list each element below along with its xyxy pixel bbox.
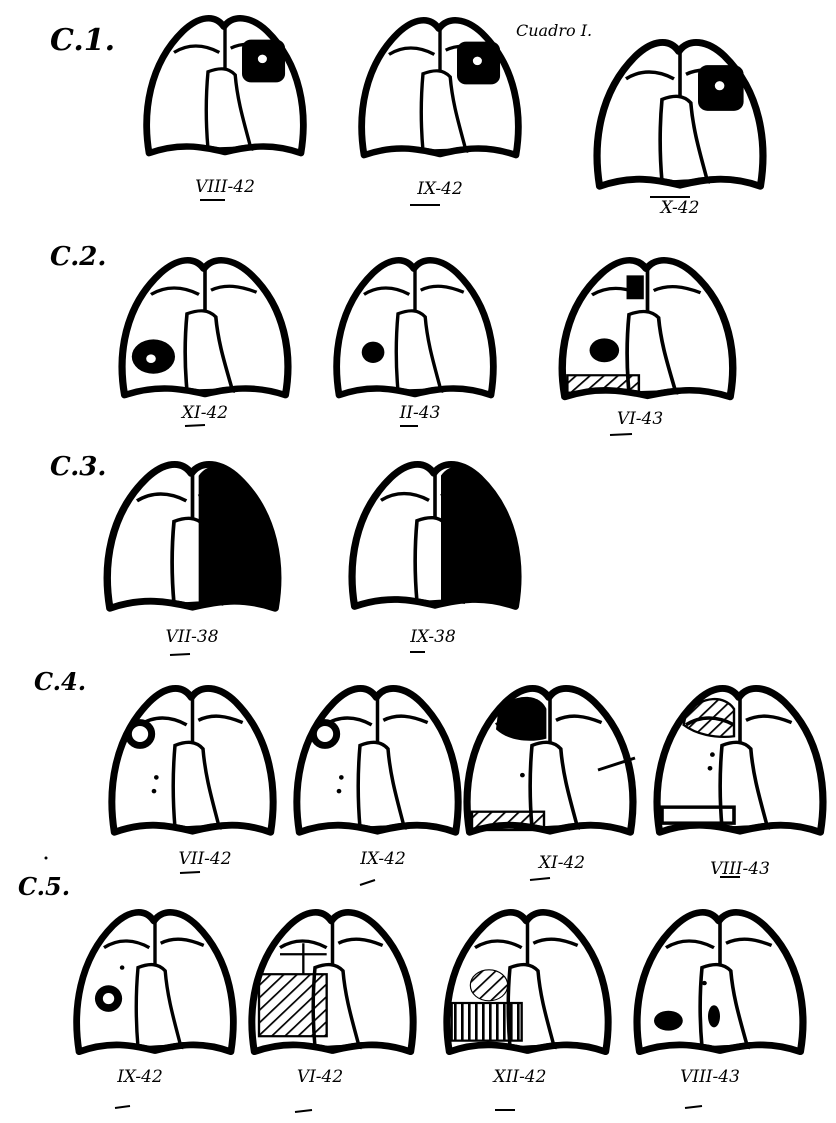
lung-radiograph-case2-2 [337, 260, 494, 395]
date-caption: VIII-42 [195, 177, 255, 197]
date-caption: VIII-43 [680, 1067, 740, 1087]
figure-title: Cuadro I. [516, 21, 592, 40]
case-label: C.3. [50, 452, 106, 482]
lung-radiograph-case3-1 [107, 464, 277, 608]
date-caption: IX-42 [416, 179, 463, 199]
lesion-marking [313, 723, 343, 794]
clavicle-line [389, 48, 434, 54]
mediastinum-outline [185, 311, 232, 391]
lung-radiograph-case1-3 [597, 42, 763, 186]
date-caption: XII-42 [492, 1067, 547, 1087]
lesion-marking [199, 467, 278, 609]
clavicle-line [726, 939, 772, 945]
clavicle-line [626, 72, 674, 79]
lesion-marking [95, 965, 124, 1012]
lesion-marking [128, 723, 158, 794]
lung-radiograph-case3-2 [352, 464, 518, 606]
date-caption: IX-42 [116, 1067, 163, 1087]
mediastinum-outline [136, 965, 181, 1048]
clavicle-line [364, 288, 409, 294]
date-caption: IX-42 [359, 849, 406, 869]
lesion-marking [654, 981, 720, 1031]
clavicle-line [383, 716, 427, 722]
clavicle-line [556, 716, 602, 722]
clavicle-line [381, 494, 429, 501]
date-caption: VI-43 [617, 409, 663, 429]
date-caption: II-43 [399, 403, 441, 423]
clavicle-line [211, 286, 257, 292]
clavicle-line [198, 716, 242, 722]
lung-radiograph-case4-1 [112, 688, 273, 832]
mediastinum-outline [358, 742, 404, 828]
lung-radiograph-case5-1 [77, 912, 234, 1051]
lung-radiograph-case4-3 [467, 688, 633, 832]
clavicle-line [654, 287, 701, 293]
clavicle-line [338, 939, 382, 945]
lesion-marking [472, 697, 546, 830]
mediastinum-outline [206, 69, 251, 149]
lung-radiograph-case1-2 [362, 20, 519, 155]
clavicle-line [746, 716, 792, 722]
lesion-marking [362, 342, 385, 363]
ink-dot [45, 857, 48, 860]
mediastinum-outline [396, 311, 441, 391]
clavicle-line [137, 494, 186, 501]
clavicle-line [421, 286, 464, 292]
lung-radiograph-case4-2 [297, 688, 458, 832]
case-label: C.4. [34, 667, 86, 696]
clavicle-line [174, 46, 219, 52]
lung-radiograph-case2-1 [122, 260, 288, 395]
mediastinum-outline [173, 742, 219, 828]
lesion-marking [452, 970, 522, 1041]
clavicle-line [533, 939, 577, 945]
mediastinum-outline [700, 965, 747, 1048]
clavicle-line [161, 939, 204, 945]
lung-radiograph-case4-4 [657, 688, 823, 832]
lesion-marking [567, 275, 643, 392]
case-label: C.5. [18, 872, 70, 901]
clavicle-line [666, 941, 714, 948]
date-caption: XI-42 [180, 403, 228, 423]
date-caption: VII-38 [165, 627, 218, 647]
date-caption: VII-42 [178, 849, 231, 869]
date-caption: IX-38 [409, 627, 456, 647]
lung-radiograph-case1-1 [147, 18, 304, 153]
lesion-marking [132, 339, 175, 373]
date-caption: VI-42 [297, 1067, 343, 1087]
mediastinum-outline [660, 96, 707, 182]
lesion-marking [441, 466, 518, 606]
clavicle-line [475, 941, 522, 948]
mediastinum-outline [421, 71, 466, 151]
lung-radiograph-case5-2 [252, 912, 413, 1051]
date-caption: XI-42 [537, 853, 585, 873]
lung-radiograph-case5-3 [447, 912, 608, 1051]
clavicle-line [104, 941, 149, 948]
case-label: C.1. [50, 23, 115, 58]
clavicle-line [151, 288, 199, 294]
lung-radiograph-case2-3 [562, 260, 732, 397]
date-caption: X-42 [659, 198, 700, 218]
case-label: C.2. [50, 242, 106, 272]
lung-radiograph-case5-4 [637, 912, 803, 1051]
